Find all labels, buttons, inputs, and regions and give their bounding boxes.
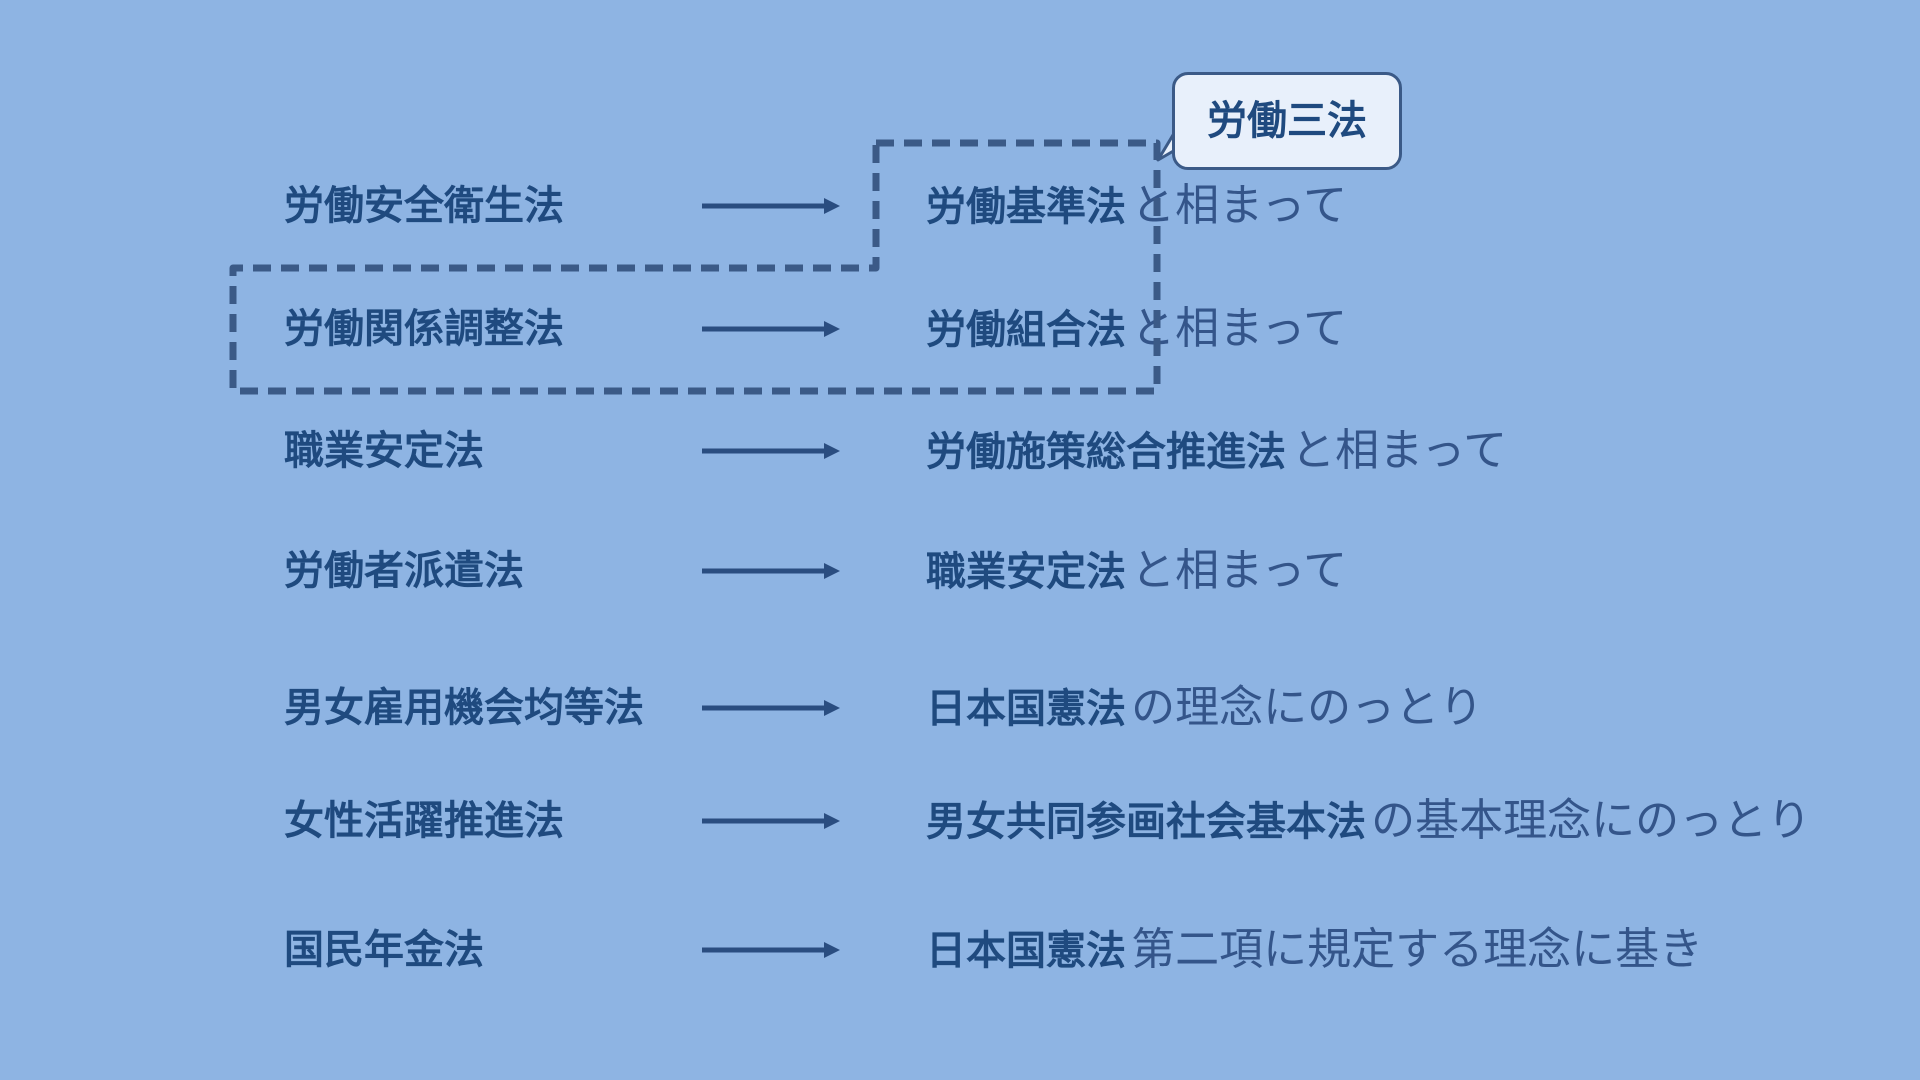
arrow-icon — [702, 443, 840, 459]
relation-phrase: と相まって — [1131, 303, 1348, 354]
target-text: 労働組合法 と相まって — [926, 299, 1347, 359]
relation-phrase: の基本理念にのっとり — [1371, 795, 1812, 846]
source-law: 職業安定法 — [284, 428, 484, 474]
source-law: 女性活躍推進法 — [284, 798, 564, 844]
target-law: 男女共同参画社会基本法 — [926, 799, 1366, 845]
law-row-7: 国民年金法 日本国憲法 第二項に規定する理念に基き — [0, 920, 1920, 980]
target-law: 日本国憲法 — [926, 928, 1126, 974]
source-law: 国民年金法 — [284, 927, 484, 973]
target-law: 労働組合法 — [926, 307, 1126, 353]
relation-phrase: と相まって — [1131, 545, 1348, 596]
relation-phrase: と相まって — [1291, 425, 1508, 476]
relation-phrase: 第二項に規定する理念に基き — [1131, 924, 1704, 975]
source-law: 男女雇用機会均等法 — [284, 685, 644, 731]
target-text: 日本国憲法 第二項に規定する理念に基き — [926, 920, 1703, 980]
target-text: 労働基準法 と相まって — [926, 176, 1347, 236]
law-row-1: 労働安全衛生法 労働基準法 と相まって — [0, 176, 1920, 236]
target-text: 男女共同参画社会基本法 の基本理念にのっとり — [926, 791, 1811, 851]
law-row-4: 労働者派遣法 職業安定法 と相まって — [0, 541, 1920, 601]
target-law: 日本国憲法 — [926, 686, 1126, 732]
law-row-2: 労働関係調整法 労働組合法 と相まって — [0, 299, 1920, 359]
target-law: 労働施策総合推進法 — [926, 429, 1286, 475]
arrow-icon — [702, 813, 840, 829]
arrow-icon — [702, 321, 840, 337]
arrow-icon — [702, 700, 840, 716]
arrow-icon — [702, 198, 840, 214]
source-law: 労働者派遣法 — [284, 548, 524, 594]
relation-phrase: と相まって — [1131, 180, 1348, 231]
target-law: 労働基準法 — [926, 184, 1126, 230]
arrow-icon — [702, 942, 840, 958]
target-text: 労働施策総合推進法 と相まって — [926, 421, 1507, 481]
law-row-6: 女性活躍推進法 男女共同参画社会基本法 の基本理念にのっとり — [0, 791, 1920, 851]
labor-three-laws-callout: 労働三法 — [1172, 72, 1402, 170]
target-text: 日本国憲法 の理念にのっとり — [926, 678, 1483, 738]
target-text: 職業安定法 と相まって — [926, 541, 1347, 601]
law-row-3: 職業安定法 労働施策総合推進法 と相まって — [0, 421, 1920, 481]
source-law: 労働関係調整法 — [284, 306, 564, 352]
source-law: 労働安全衛生法 — [284, 183, 564, 229]
arrow-icon — [702, 563, 840, 579]
target-law: 職業安定法 — [926, 549, 1126, 595]
law-row-5: 男女雇用機会均等法 日本国憲法 の理念にのっとり — [0, 678, 1920, 738]
relation-phrase: の理念にのっとり — [1131, 682, 1484, 733]
